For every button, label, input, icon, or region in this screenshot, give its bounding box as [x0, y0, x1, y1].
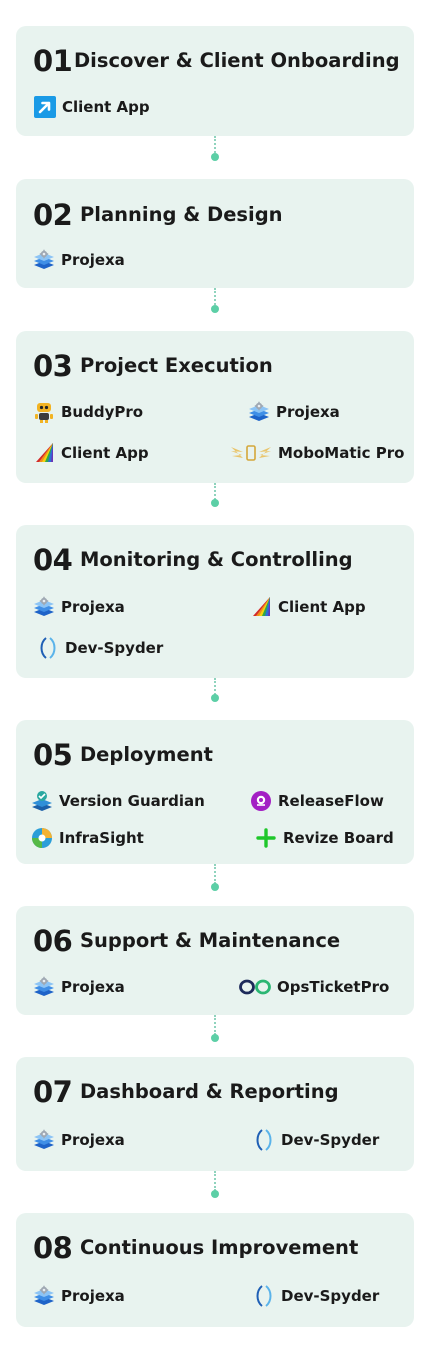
- tool-label: Projexa: [61, 251, 125, 269]
- tool-label: OpsTicketPro: [277, 978, 390, 996]
- stage-number: 04: [33, 543, 73, 577]
- client-app-prism-icon: [32, 441, 56, 465]
- stage-number: 02: [33, 198, 73, 232]
- stage-card-01: 01 Discover & Client Onboarding Client A…: [16, 26, 414, 136]
- tool-label: Projexa: [61, 978, 125, 996]
- tool-projexa[interactable]: Projexa: [32, 248, 125, 272]
- tool-version-guardian[interactable]: Version Guardian: [30, 789, 205, 813]
- tool-label: Client App: [62, 98, 150, 116]
- infrasight-icon: [30, 826, 54, 850]
- stage-card-05: 05 Deployment Version Guardian ReleaseFl…: [16, 720, 414, 864]
- tool-releaseflow[interactable]: ReleaseFlow: [249, 789, 384, 813]
- stage-card-07: 07 Dashboard & Reporting Projexa Dev-Spy…: [16, 1057, 414, 1171]
- opsticketpro-infinity-icon: [238, 975, 272, 999]
- tool-client-app[interactable]: Client App: [249, 595, 366, 619]
- dev-spyder-brackets-icon: [252, 1284, 276, 1308]
- tool-label: Projexa: [61, 1287, 125, 1305]
- dev-spyder-brackets-icon: [252, 1128, 276, 1152]
- stage-title: Support & Maintenance: [80, 929, 341, 952]
- stage-number: 05: [33, 738, 73, 772]
- stage-title: Discover & Client Onboarding: [74, 49, 400, 72]
- tool-opsticketpro[interactable]: OpsTicketPro: [238, 975, 389, 999]
- connector-dot-6: [211, 1034, 219, 1042]
- revize-plus-icon: [254, 826, 278, 850]
- tool-label: MoboMatic Pro: [278, 444, 405, 462]
- tool-label: Client App: [278, 598, 366, 616]
- connector-dot-3: [211, 499, 219, 507]
- stage-card-02: 02 Planning & Design Projexa: [16, 179, 414, 288]
- tool-projexa[interactable]: Projexa: [32, 1128, 125, 1152]
- connector-line-6: [214, 1015, 216, 1035]
- projexa-layers-icon: [32, 1284, 56, 1308]
- tool-buddypro[interactable]: BuddyPro: [32, 400, 143, 424]
- tool-label: ReleaseFlow: [278, 792, 384, 810]
- buddypro-robot-icon: [32, 400, 56, 424]
- client-app-arrow-icon: [33, 95, 57, 119]
- connector-line-3: [214, 483, 216, 503]
- tool-label: Projexa: [276, 403, 340, 421]
- connector-dot-2: [211, 305, 219, 313]
- client-app-prism-icon: [249, 595, 273, 619]
- tool-label: Dev-Spyder: [65, 639, 164, 657]
- stage-number: 06: [33, 924, 73, 958]
- connector-line-2: [214, 288, 216, 308]
- connector-line-7: [214, 1171, 216, 1191]
- connector-line-5: [214, 864, 216, 884]
- tool-client-app[interactable]: Client App: [32, 441, 149, 465]
- stage-card-03: 03 Project Execution BuddyPro Projexa Cl…: [16, 331, 414, 483]
- connector-dot-5: [211, 883, 219, 891]
- tool-infrasight[interactable]: InfraSight: [30, 826, 144, 850]
- stage-number: 01: [33, 44, 73, 78]
- stage-title: Planning & Design: [80, 203, 283, 226]
- tool-label: Dev-Spyder: [281, 1287, 380, 1305]
- tool-revize-board[interactable]: Revize Board: [254, 826, 394, 850]
- tool-label: Projexa: [61, 1131, 125, 1149]
- tool-label: Projexa: [61, 598, 125, 616]
- stage-card-04: 04 Monitoring & Controlling Projexa Clie…: [16, 525, 414, 678]
- mobomatic-wings-icon: [229, 441, 273, 465]
- tool-projexa[interactable]: Projexa: [32, 595, 125, 619]
- stage-number: 08: [33, 1231, 73, 1265]
- projexa-layers-icon: [32, 975, 56, 999]
- stage-card-06: 06 Support & Maintenance Projexa OpsTick…: [16, 906, 414, 1015]
- connector-dot-7: [211, 1190, 219, 1198]
- releaseflow-icon: [249, 789, 273, 813]
- stage-title: Monitoring & Controlling: [80, 548, 353, 571]
- projexa-layers-icon: [247, 400, 271, 424]
- tool-label: BuddyPro: [61, 403, 144, 421]
- connector-dot-4: [211, 694, 219, 702]
- tool-label: Dev-Spyder: [281, 1131, 380, 1149]
- dev-spyder-brackets-icon: [36, 636, 60, 660]
- tool-label: Revize Board: [283, 829, 394, 847]
- tool-dev-spyder[interactable]: Dev-Spyder: [252, 1128, 379, 1152]
- projexa-layers-icon: [32, 1128, 56, 1152]
- stage-title: Dashboard & Reporting: [80, 1080, 339, 1103]
- tool-mobomatic-pro[interactable]: MoboMatic Pro: [229, 441, 404, 465]
- tool-dev-spyder[interactable]: Dev-Spyder: [36, 636, 163, 660]
- tool-client-app[interactable]: Client App: [33, 95, 150, 119]
- stage-title: Project Execution: [80, 354, 273, 377]
- tool-label: Client App: [61, 444, 149, 462]
- connector-line-4: [214, 678, 216, 698]
- projexa-layers-icon: [32, 595, 56, 619]
- connector-dot-1: [211, 153, 219, 161]
- tool-projexa[interactable]: Projexa: [247, 400, 340, 424]
- tool-projexa[interactable]: Projexa: [32, 1284, 125, 1308]
- connector-line-1: [214, 136, 216, 156]
- projexa-layers-icon: [32, 248, 56, 272]
- tool-label: Version Guardian: [59, 792, 205, 810]
- tool-dev-spyder[interactable]: Dev-Spyder: [252, 1284, 379, 1308]
- tool-label: InfraSight: [59, 829, 144, 847]
- tool-projexa[interactable]: Projexa: [32, 975, 125, 999]
- version-guardian-icon: [30, 789, 54, 813]
- stage-title: Continuous Improvement: [80, 1236, 359, 1259]
- stage-card-08: 08 Continuous Improvement Projexa Dev-Sp…: [16, 1213, 414, 1327]
- stage-title: Deployment: [80, 743, 213, 766]
- stage-number: 03: [33, 349, 73, 383]
- stage-number: 07: [33, 1075, 73, 1109]
